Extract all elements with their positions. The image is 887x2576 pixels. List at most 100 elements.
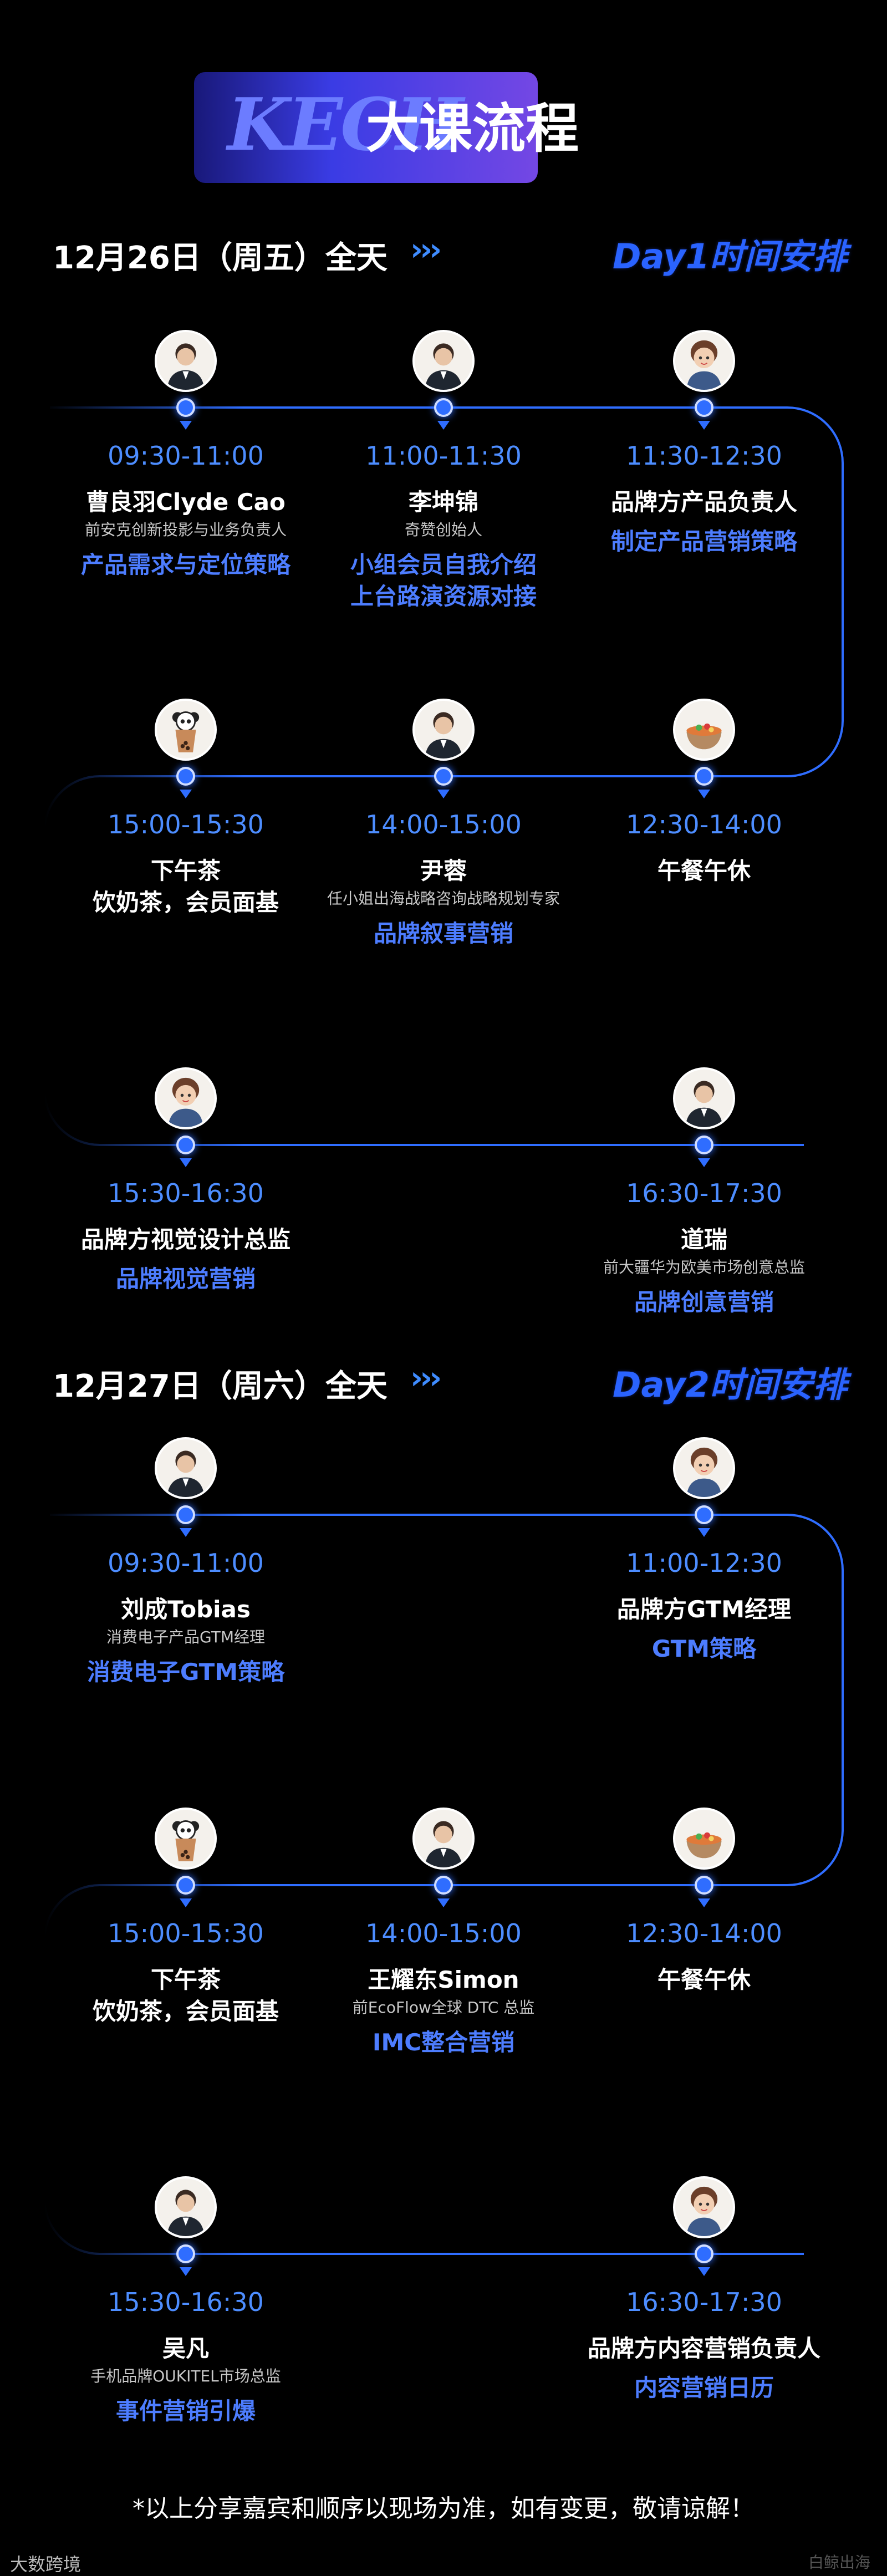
milk-tea-icon bbox=[155, 1808, 217, 1870]
session-card: 09:30-11:00 曹良羽Clyde Cao 前安克创新投影与业务负责人产品需求… bbox=[53, 441, 319, 581]
session-card: 09:30-11:00 刘成Tobias 消费电子产品GTM经理消费电子GTM策略 bbox=[53, 1548, 319, 1688]
speaker-name: 道瑞 bbox=[680, 1226, 727, 1254]
timeline-pointer-icon bbox=[698, 1528, 710, 1537]
timeline-pointer-icon bbox=[437, 790, 450, 798]
timeline-dot bbox=[695, 398, 713, 417]
speaker-name: 品牌方产品负责人 bbox=[610, 488, 797, 516]
speaker-name: 刘成Tobias bbox=[121, 1596, 251, 1623]
session-time: 16:30-17:30 bbox=[626, 1178, 782, 1208]
session-topic: 产品需求与定位策略 bbox=[80, 551, 290, 578]
session-card: 15:00-15:30 下午茶 饮奶茶，会员面基 bbox=[53, 810, 319, 919]
session-card: 11:30-12:30 品牌方产品负责人制定产品营销策略 bbox=[571, 441, 837, 558]
session-time: 15:30-16:30 bbox=[108, 2287, 264, 2317]
session-time: 11:00-12:30 bbox=[626, 1548, 782, 1578]
cartoon-person-icon bbox=[673, 2176, 735, 2238]
page-title: 大课流程 bbox=[366, 98, 579, 160]
session-time: 12:30-14:00 bbox=[626, 810, 782, 839]
speaker-name: 下午茶 饮奶茶，会员面基 bbox=[92, 1966, 279, 2025]
speaker-role: 前EcoFlow全球 DTC 总监 bbox=[352, 1998, 535, 2017]
session-topic: IMC整合营销 bbox=[372, 2028, 515, 2056]
milk-tea-icon bbox=[155, 699, 217, 761]
timeline-dot bbox=[695, 1876, 713, 1895]
timeline-dot bbox=[695, 2244, 713, 2263]
day2-arrows-icon: ››› bbox=[410, 1360, 442, 1396]
cartoon-person-icon bbox=[155, 1067, 217, 1129]
speaker-name: 曹良羽Clyde Cao bbox=[86, 488, 286, 516]
timeline-pointer-icon bbox=[180, 790, 192, 798]
timeline-pointer-icon bbox=[698, 421, 710, 430]
session-time: 15:00-15:30 bbox=[108, 1918, 264, 1948]
session-time: 15:30-16:30 bbox=[108, 1178, 264, 1208]
session-topic: 品牌叙事营销 bbox=[373, 919, 513, 947]
person-icon bbox=[155, 2176, 217, 2238]
session-topic: GTM策略 bbox=[651, 1635, 757, 1662]
speaker-role: 手机品牌OUKITEL市场总监 bbox=[90, 2366, 281, 2385]
speaker-role: 前安克创新投影与业务负责人 bbox=[84, 520, 287, 539]
food-bowl-icon bbox=[673, 699, 735, 761]
timeline-dot bbox=[434, 398, 453, 417]
session-time: 15:00-15:30 bbox=[108, 810, 264, 839]
day2-date: 12月27日（周六）全天 bbox=[53, 1368, 388, 1404]
timeline-pointer-icon bbox=[180, 1528, 192, 1537]
cartoon-person-icon bbox=[673, 330, 735, 392]
speaker-name: 品牌方内容营销负责人 bbox=[587, 2335, 820, 2363]
timeline-dot bbox=[695, 1136, 713, 1154]
timeline-pointer-icon bbox=[437, 421, 450, 430]
session-time: 14:00-15:00 bbox=[365, 810, 522, 839]
speaker-name: 品牌方GTM经理 bbox=[616, 1596, 792, 1623]
speaker-name: 午餐午休 bbox=[657, 857, 751, 885]
session-topic: 消费电子GTM策略 bbox=[86, 1658, 285, 1686]
timeline-pointer-icon bbox=[698, 790, 710, 798]
timeline-dot bbox=[176, 1505, 195, 1524]
speaker-role: 奇赞创始人 bbox=[404, 520, 482, 539]
person-icon bbox=[412, 330, 475, 392]
timeline-dot bbox=[695, 767, 713, 786]
brand-right-logo: 白鲸出海 bbox=[808, 2553, 870, 2572]
session-time: 11:30-12:30 bbox=[626, 441, 782, 471]
person-icon bbox=[412, 699, 475, 761]
person-icon bbox=[412, 1808, 475, 1870]
session-card: 16:30-17:30 道瑞前大疆华为欧美市场创意总监品牌创意营销 bbox=[571, 1178, 837, 1318]
speaker-name: 下午茶 饮奶茶，会员面基 bbox=[92, 857, 279, 916]
header-banner bbox=[194, 72, 538, 183]
speaker-role: 消费电子产品GTM经理 bbox=[106, 1627, 265, 1646]
speaker-name: 品牌方视觉设计总监 bbox=[80, 1226, 290, 1254]
day2-label: Day2时间安排 bbox=[613, 1365, 847, 1405]
speaker-name: 王耀东Simon bbox=[368, 1966, 519, 1994]
day1-date: 12月26日（周五）全天 bbox=[53, 240, 388, 276]
timeline-dot bbox=[434, 1876, 453, 1895]
session-topic: 制定产品营销策略 bbox=[610, 527, 797, 555]
session-time: 09:30-11:00 bbox=[108, 441, 264, 471]
timeline-pointer-icon bbox=[698, 1158, 710, 1167]
session-topic: 事件营销引爆 bbox=[115, 2397, 256, 2425]
timeline-pointer-icon bbox=[437, 1898, 450, 1907]
kech-logo: KECH bbox=[227, 82, 463, 167]
session-topic: 品牌创意营销 bbox=[634, 1288, 774, 1316]
speaker-role: 前大疆华为欧美市场创意总监 bbox=[603, 1258, 805, 1276]
timeline-pointer-icon bbox=[180, 421, 192, 430]
person-icon bbox=[155, 330, 217, 392]
cartoon-person-icon bbox=[673, 1437, 735, 1499]
timeline-dot bbox=[176, 2244, 195, 2263]
speaker-name: 尹蓉 bbox=[420, 857, 467, 885]
session-card: 15:00-15:30 下午茶 饮奶茶，会员面基 bbox=[53, 1918, 319, 2028]
session-card: 12:30-14:00 午餐午休 bbox=[571, 810, 837, 887]
timeline-dot bbox=[695, 1505, 713, 1524]
speaker-name: 午餐午休 bbox=[657, 1966, 751, 1994]
timeline-dot bbox=[176, 1136, 195, 1154]
timeline-pointer-icon bbox=[698, 1898, 710, 1907]
timeline-pointer-icon bbox=[180, 1898, 192, 1907]
day1-arrows-icon: ››› bbox=[410, 232, 442, 268]
timeline-dot bbox=[176, 1876, 195, 1895]
session-time: 09:30-11:00 bbox=[108, 1548, 264, 1578]
timeline-dot bbox=[434, 767, 453, 786]
speaker-name: 吴凡 bbox=[162, 2335, 209, 2363]
food-bowl-icon bbox=[673, 1808, 735, 1870]
session-card: 11:00-12:30 品牌方GTM经理 GTM策略 bbox=[571, 1548, 837, 1665]
person-icon bbox=[673, 1067, 735, 1129]
